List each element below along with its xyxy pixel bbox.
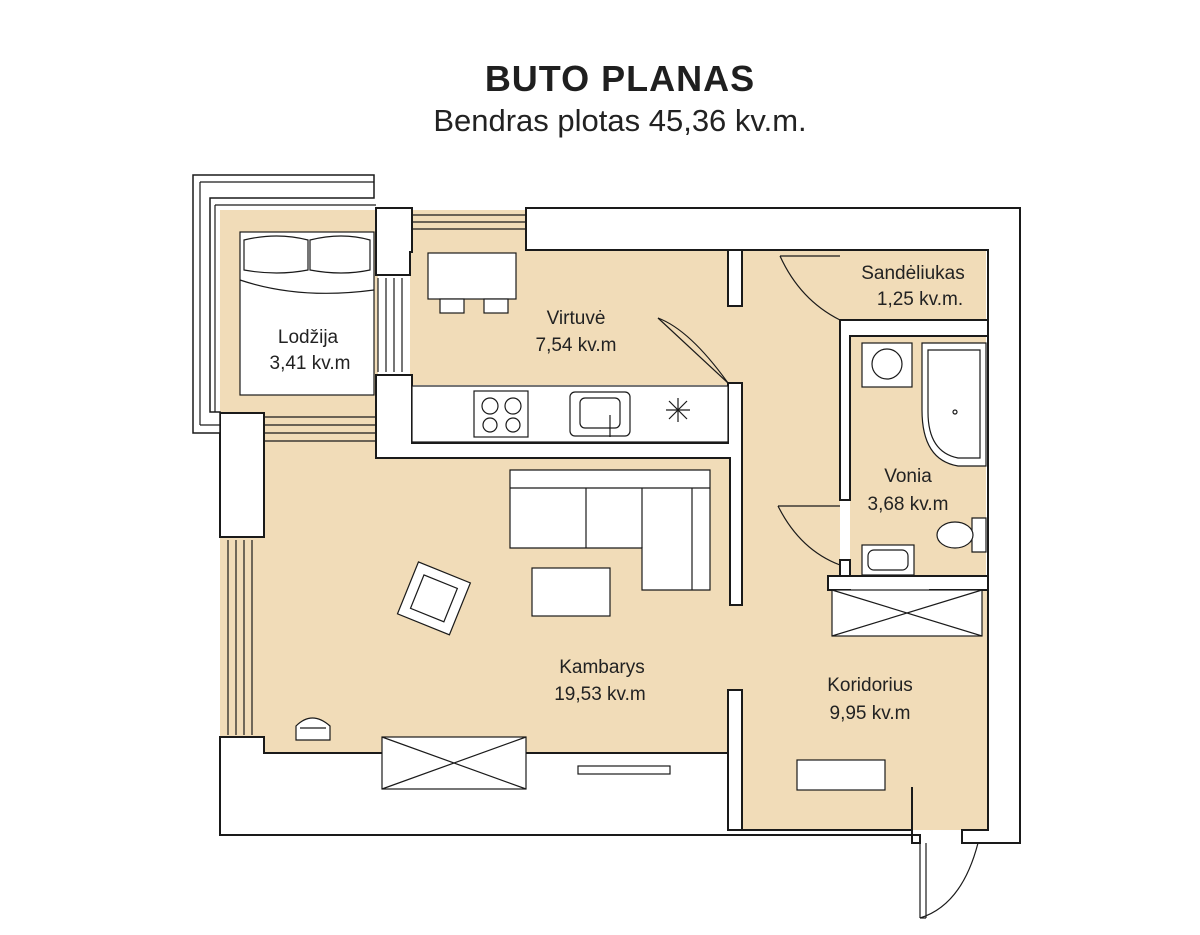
hall-cabinet [796,759,886,791]
tv-stand [577,765,671,775]
floor-corridor-upper [728,250,986,322]
label-virtuve-area: 7,54 kv.m [536,335,617,356]
coffee-table [531,567,611,617]
outer-wall-shell [525,207,1021,844]
label-koridorius-name: Koridorius [827,675,913,696]
floor-corridor-mid [728,322,840,598]
wall-corridor-partition [727,689,743,831]
sofa [509,469,711,591]
furniture [239,231,987,791]
balcony-frame [192,174,376,434]
doors [657,255,979,919]
label-vonia-name: Vonia [884,466,932,487]
pillow-left [243,235,309,274]
washing-machine [861,342,913,388]
room-labels: Lodžija 3,41 kv.m Virtuvė 7,54 kv.m Sand… [270,263,965,724]
wall-kitchen-partition [727,249,743,307]
pillow-right [309,235,371,274]
wall-storage-bottom [839,319,989,501]
page-title: BUTO PLANAS [484,58,756,99]
label-kambarys-name: Kambarys [559,657,645,678]
windows [227,214,526,735]
toilet [971,517,987,553]
label-sandeliukas-area: 1,25 kv.m. [877,289,963,310]
chair-right [483,298,509,314]
door-kitchen [657,317,729,384]
wall-pillar-top [375,207,413,276]
page-subtitle: Bendras plotas 45,36 kv.m. [433,103,807,138]
label-lodzija-name: Lodžija [278,327,339,348]
wall-pillar-left [219,412,265,538]
dining-table [427,252,517,300]
label-vonia-area: 3,68 kv.m [868,494,949,515]
label-sandeliukas-name: Sandėliukas [861,263,965,284]
fridge-symbol [666,398,690,422]
blanket-fold [239,279,375,294]
label-virtuve-name: Virtuvė [547,308,606,329]
hob [473,390,529,438]
label-lodzija-area: 3,41 kv.m [270,353,351,374]
chair-left [439,298,465,314]
label-kambarys-area: 19,53 kv.m [554,684,646,705]
desk-chair [295,717,331,741]
label-koridorius-area: 9,95 kv.m [830,703,911,724]
wall-bath-left [839,559,851,577]
armchair [396,561,472,636]
outer-wall-bottom [219,689,921,844]
